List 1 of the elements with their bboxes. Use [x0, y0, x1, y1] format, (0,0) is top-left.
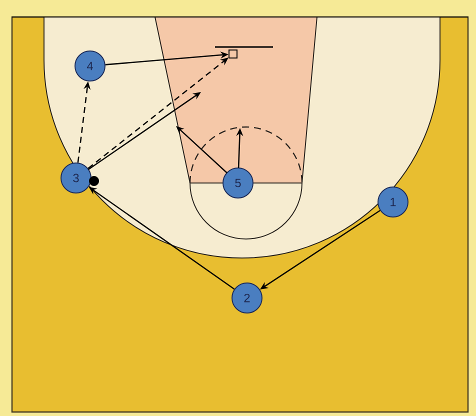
- basket-hoop: [215, 46, 273, 58]
